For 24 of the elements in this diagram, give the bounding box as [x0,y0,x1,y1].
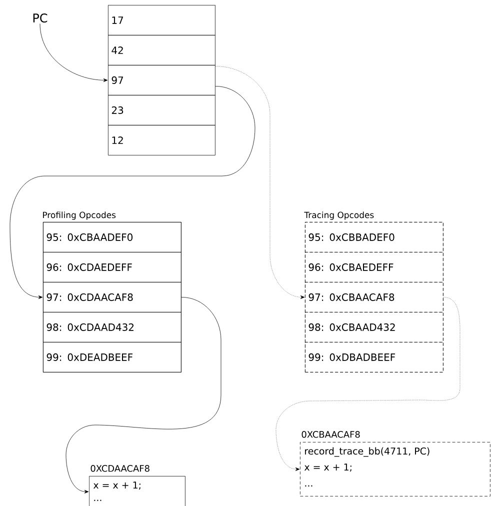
code-line: record_trace_bb(4711, PC) [305,447,430,457]
table-cell: 42 [108,35,216,66]
table-heading: Tracing Opcodes [304,212,374,220]
table-cell: 97: 0xCBAACAF8 [305,282,444,312]
table-cell: 96: 0xCBAEDEFF [305,252,444,282]
table-cell: 23 [108,95,216,126]
table-cell: 12 [108,125,216,156]
table-cell: 17 [108,5,216,36]
arrow [40,24,108,82]
table-cell: 95: 0xCBBADEF0 [305,222,444,252]
code-line: x = x + 1; [304,464,352,472]
table-cell: 99: 0xDBADBEEF [305,342,444,372]
arrow [66,297,222,494]
code-heading: 0XCDAACAF8 [90,465,150,472]
label-text: PC [33,13,48,23]
arrow [215,66,305,299]
arrow [276,297,460,471]
code-line: ... [305,485,312,486]
code-heading: 0XCBAACAF8 [302,431,360,438]
code-line: ... [94,500,102,501]
table-cell: 98: 0xCBAAD432 [305,312,444,342]
table-heading: Profiling Opcodes [43,212,116,220]
table-cell: 97 [108,65,216,96]
code-line: x = x + 1; [93,482,140,490]
